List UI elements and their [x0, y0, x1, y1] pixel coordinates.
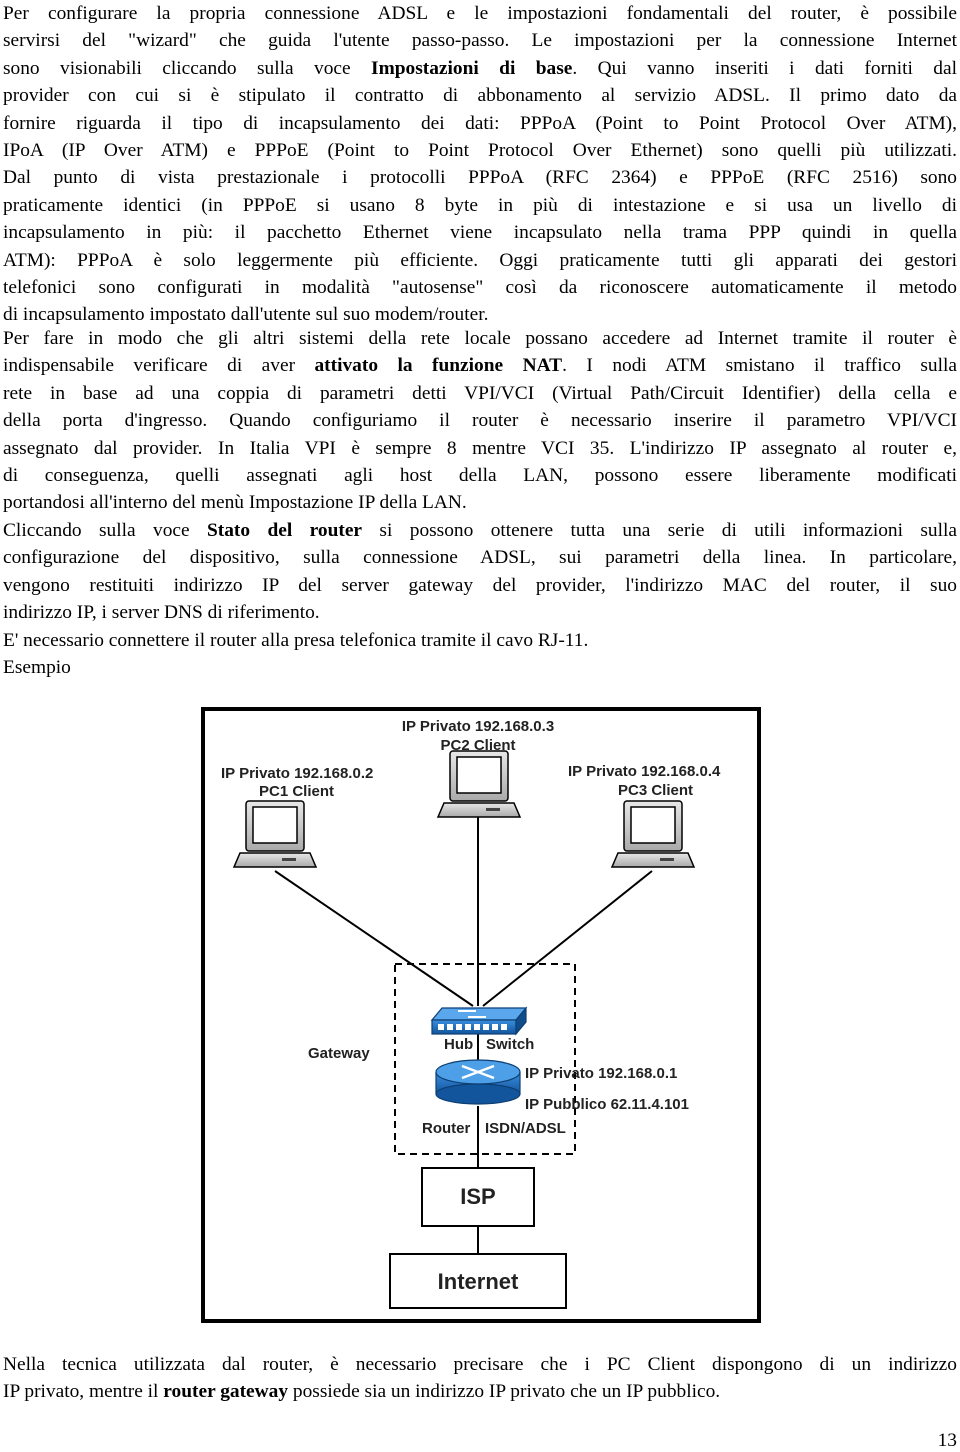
page-number: 13 [937, 1430, 957, 1451]
pc2-ip-label: IP Privato 192.168.0.3 [402, 718, 554, 735]
text-segment: praticamente identici (in PPPoE si usano… [3, 194, 957, 216]
text-line: fornire riguarda il tipo di incapsulamen… [3, 110, 957, 137]
text-segment: sono visionabili cliccando sulla voce [3, 57, 372, 79]
router-icon [435, 1059, 521, 1105]
text-segment: portandosi all'interno del menù Impostaz… [3, 492, 467, 514]
text-segment: incapsulamento in più: il pacchetto Ethe… [3, 222, 957, 244]
text-line: servirsi del "wizard" che guida l'utente… [3, 27, 957, 54]
text-segment: rete in base ad una coppia di parametri … [3, 382, 957, 404]
text-line: Esempio [3, 654, 957, 681]
text-segment: configurazione del dispositivo, sulla co… [3, 547, 957, 569]
switch-label: Switch [486, 1036, 534, 1053]
text-segment: assegnato dal provider. In Italia VPI è … [3, 437, 957, 459]
text-line: portandosi all'interno del menù Impostaz… [3, 489, 957, 516]
text-segment: della porta d'ingresso. Quando configuri… [3, 410, 957, 432]
pc3-name-label: PC3 Client [618, 782, 693, 799]
text-line: sono visionabili cliccando sulla voce Im… [3, 55, 957, 82]
bold-text: attivato la funzione NAT [314, 355, 563, 377]
text-line: provider con cui si è stipulato il contr… [3, 82, 957, 109]
pc3-ip-label: IP Privato 192.168.0.4 [568, 763, 721, 780]
text-segment: Nella tecnica utilizzata dal router, è n… [3, 1354, 957, 1375]
text-line: Dal punto di vista prestazionale i proto… [3, 164, 957, 191]
network-diagram: IP Privato 192.168.0.3 PC2 Client IP Pri… [201, 707, 761, 1323]
text-line: rete in base ad una coppia di parametri … [3, 380, 957, 407]
gateway-label: Gateway [308, 1045, 370, 1062]
internet-label: Internet [438, 1269, 519, 1294]
text-line: Nella tecnica utilizzata dal router, è n… [3, 1351, 957, 1378]
pc2-name-label: PC2 Client [440, 737, 515, 754]
text-segment: Cliccando sulla voce [3, 520, 207, 541]
bold-text: router gateway [163, 1381, 289, 1403]
text-segment: telefonici sono configurati in modalità … [3, 277, 957, 299]
bold-text: Impostazioni di base [371, 57, 573, 79]
text-segment: E' necessario connettere il router alla … [3, 630, 589, 651]
text-segment: indirizzo IP, i server DNS di riferiment… [3, 602, 320, 624]
text-line: IP privato, mentre il router gateway pos… [3, 1378, 957, 1405]
pc1-icon [232, 800, 318, 868]
text-line: E' necessario connettere il router alla … [3, 627, 957, 654]
text-segment: IPoA (IP Over ATM) e PPPoE (Point to Poi… [3, 140, 957, 162]
internet-box [389, 1253, 567, 1309]
text-segment: provider con cui si è stipulato il contr… [3, 85, 957, 107]
isp-label: ISP [460, 1184, 495, 1209]
text-segment: Per fare in modo che gli altri sistemi d… [3, 328, 957, 349]
line-pc1-switch [274, 870, 474, 1007]
text-line: di incapsulamento impostato dall'utente … [3, 301, 957, 328]
isp-box [421, 1167, 535, 1227]
text-segment: fornire riguarda il tipo di incapsulamen… [3, 112, 957, 134]
paragraph-private-public-ip: Nella tecnica utilizzata dal router, è n… [3, 1351, 957, 1406]
text-line: incapsulamento in più: il pacchetto Ethe… [3, 219, 957, 246]
pc2-icon [436, 750, 522, 818]
text-line: ATM): PPPoA è solo leggermente più effic… [3, 247, 957, 274]
switch-icon [430, 1006, 528, 1036]
text-line: IPoA (IP Over ATM) e PPPoE (Point to Poi… [3, 137, 957, 164]
text-segment: servirsi del "wizard" che guida l'utente… [3, 30, 957, 52]
text-line: di conseguenza, quelli assegnati agli ho… [3, 462, 957, 489]
text-line: telefonici sono configurati in modalità … [3, 274, 957, 301]
text-line: configurazione del dispositivo, sulla co… [3, 544, 957, 571]
text-segment: vengono restituiti indirizzo IP del serv… [3, 574, 957, 596]
pc1-ip-label: IP Privato 192.168.0.2 [221, 765, 373, 782]
text-line: indirizzo IP, i server DNS di riferiment… [3, 599, 957, 626]
text-segment: Dal punto di vista prestazionale i proto… [3, 167, 957, 189]
text-segment: di incapsulamento impostato dall'utente … [3, 304, 489, 326]
router-ip-public-label: IP Pubblico 62.11.4.101 [525, 1096, 689, 1113]
label-example: Esempio [3, 654, 957, 681]
text-line: Per configurare la propria connessione A… [3, 0, 957, 27]
text-segment: di conseguenza, quelli assegnati agli ho… [3, 465, 957, 487]
text-segment: Per configurare la propria connessione A… [3, 3, 957, 24]
text-segment: . I nodi ATM smistano il traffico sulla [562, 355, 957, 377]
text-line: Per fare in modo che gli altri sistemi d… [3, 325, 957, 352]
paragraph-rj11: E' necessario connettere il router alla … [3, 627, 957, 654]
pc3-icon [610, 800, 696, 868]
line-pc3-switch [482, 870, 653, 1007]
text-segment: . Qui vanno inseriti i dati forniti dal [572, 57, 957, 79]
text-segment: ATM): PPPoA è solo leggermente più effic… [3, 249, 957, 271]
router-label: Router [422, 1120, 470, 1137]
text-segment: Esempio [3, 657, 71, 678]
text-line: assegnato dal provider. In Italia VPI è … [3, 435, 957, 462]
text-segment: indispensabile verificare di aver [3, 355, 315, 377]
text-line: indispensabile verificare di aver attiva… [3, 352, 957, 379]
text-line: Cliccando sulla voce Stato del router si… [3, 517, 957, 544]
router-type-label: ISDN/ADSL [485, 1120, 566, 1137]
bold-text: Stato del router [207, 520, 363, 541]
paragraph-router-status: Cliccando sulla voce Stato del router si… [3, 517, 957, 627]
paragraph-nat: Per fare in modo che gli altri sistemi d… [3, 325, 957, 517]
text-segment: IP privato, mentre il [3, 1381, 164, 1403]
hub-label: Hub [444, 1036, 473, 1053]
text-line: della porta d'ingresso. Quando configuri… [3, 407, 957, 434]
router-ip-private-label: IP Privato 192.168.0.1 [525, 1065, 677, 1082]
text-line: vengono restituiti indirizzo IP del serv… [3, 572, 957, 599]
connection-lines [274, 814, 653, 1254]
paragraph-adsl-config: Per configurare la propria connessione A… [3, 0, 957, 329]
pc1-name-label: PC1 Client [259, 783, 334, 800]
text-segment: si possono ottenere tutta una serie di u… [362, 520, 957, 541]
gateway-box [394, 963, 576, 1155]
text-segment: possiede sia un indirizzo IP privato che… [288, 1381, 721, 1403]
text-line: praticamente identici (in PPPoE si usano… [3, 192, 957, 219]
